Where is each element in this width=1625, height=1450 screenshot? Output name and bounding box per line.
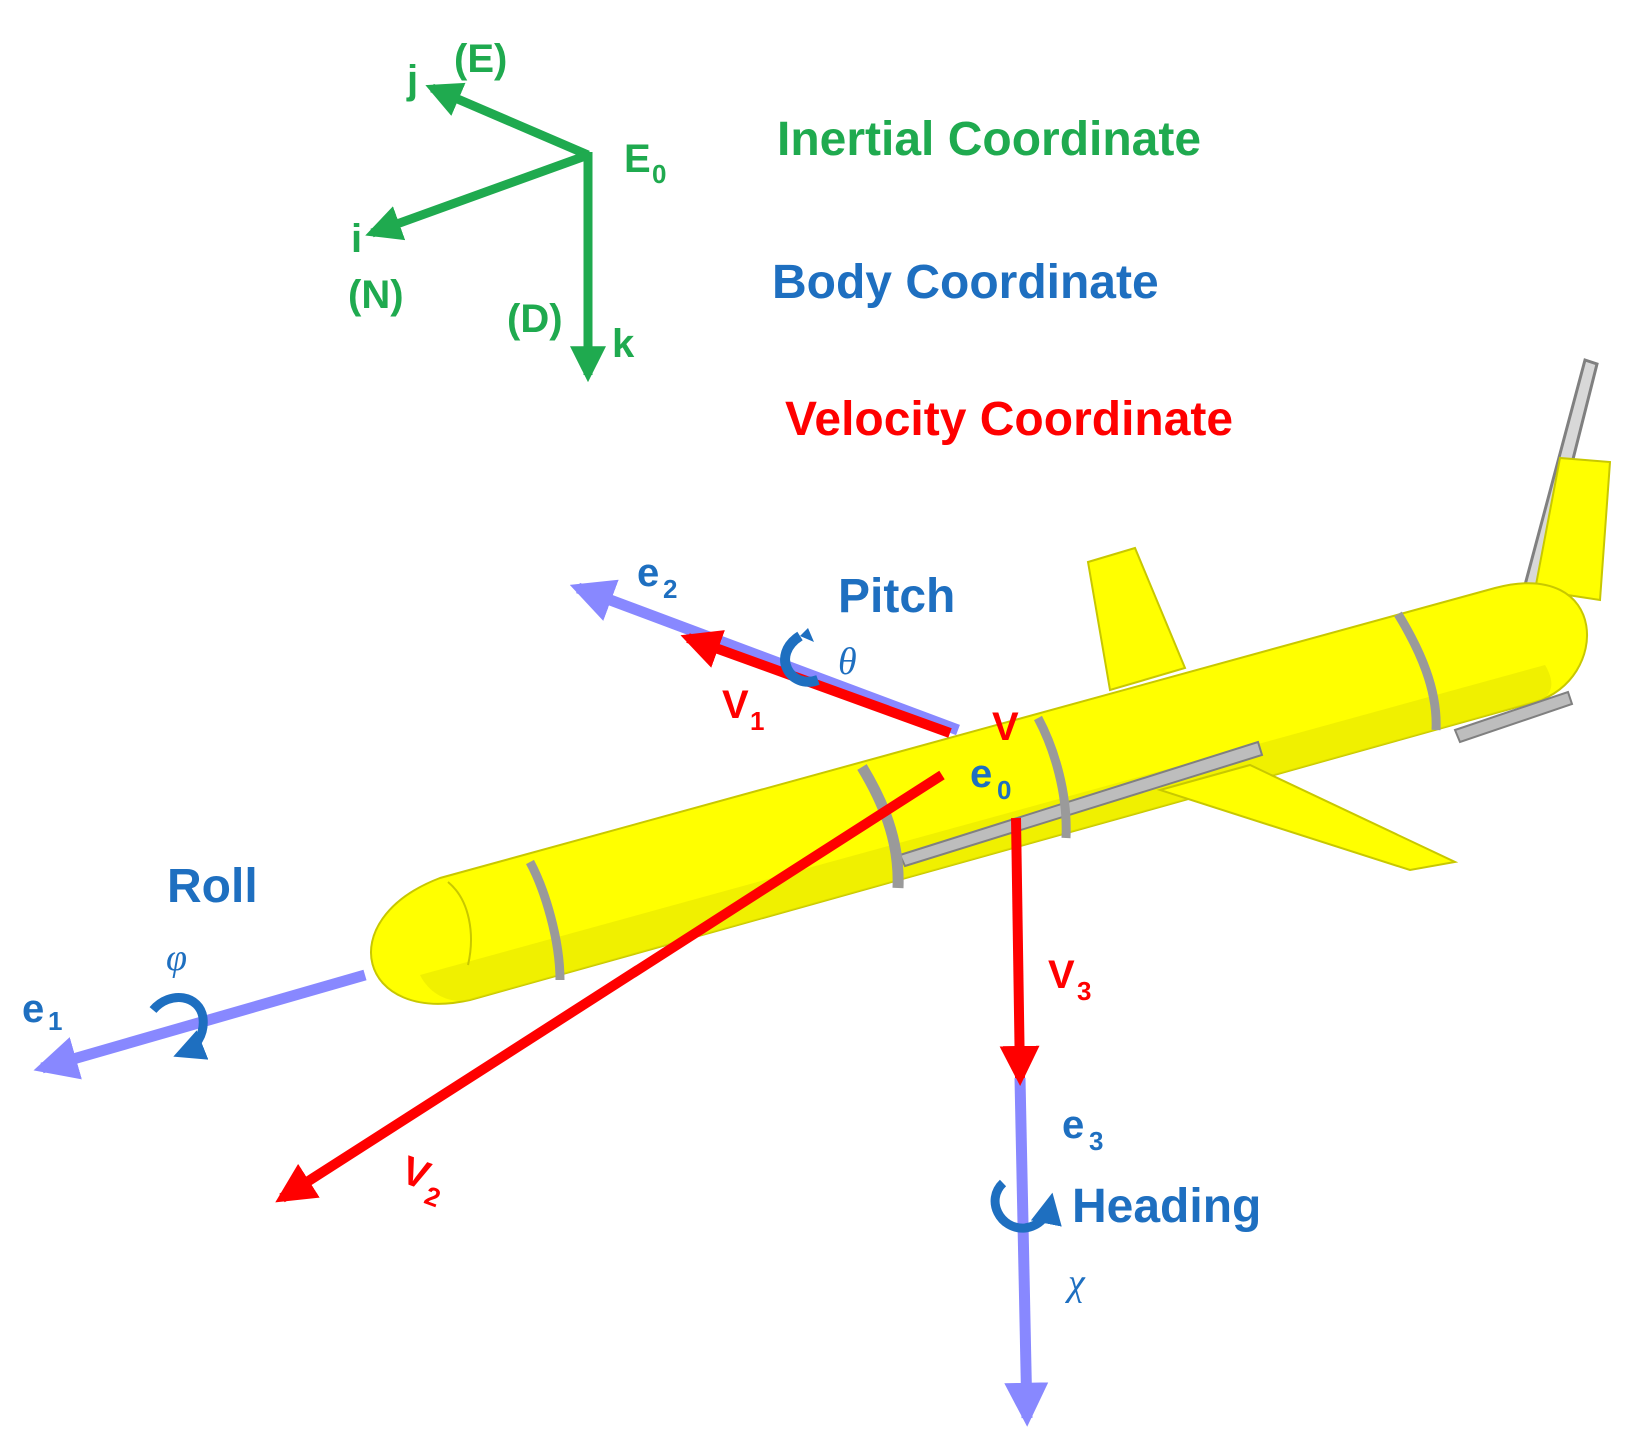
e3-sub: 3: [1089, 1126, 1103, 1156]
glider-wing-upper: [1086, 546, 1187, 692]
pitch-rotation-icon: [780, 628, 820, 687]
glider-rail: [898, 740, 1264, 868]
v-origin-label: V: [992, 705, 1019, 749]
inertial-frame: j (E) i (N) (D) k E 0: [348, 37, 666, 383]
glider-wing-lower: [1156, 763, 1459, 872]
heading-symbol: χ: [1064, 1262, 1086, 1304]
e0-sub: 0: [997, 775, 1011, 805]
glider-band-4: [1394, 611, 1441, 731]
legend-body: Body Coordinate: [772, 256, 1159, 309]
v1-axis: [680, 630, 952, 738]
legend-inertial: Inertial Coordinate: [777, 113, 1201, 166]
glider-nose-line: [447, 881, 472, 966]
e2-sub: 2: [663, 574, 677, 604]
inertial-k-dir: (D): [507, 297, 563, 341]
inertial-j-dir: (E): [454, 37, 507, 81]
glider-band-2: [857, 764, 904, 889]
glider-bracket: [1453, 690, 1574, 744]
legend-velocity: Velocity Coordinate: [785, 393, 1233, 446]
v2-axis: [275, 770, 945, 1203]
e3-axis: [1004, 1077, 1049, 1427]
roll-rotation-icon: [149, 993, 209, 1060]
roll-label: Roll: [167, 860, 258, 913]
body-labels: e 1 e 2 e 3 e 0 Roll φ Pitch θ Heading χ: [22, 551, 1261, 1304]
e2-axis: [569, 579, 960, 736]
roll-symbol: φ: [166, 937, 187, 979]
velocity-frame: [275, 630, 1040, 1203]
inertial-i-label: i: [351, 217, 362, 261]
inertial-origin-label: E: [624, 137, 651, 181]
v1-label: V: [722, 683, 749, 727]
heading-rotation-icon: [990, 1179, 1062, 1233]
e3-label: e: [1062, 1103, 1084, 1147]
heading-label: Heading: [1072, 1180, 1261, 1233]
e0-label: e: [970, 752, 992, 796]
inertial-i-axis: [365, 150, 590, 241]
glider-band-3: [1034, 715, 1071, 839]
inertial-i-dir: (N): [348, 273, 404, 317]
glider-band-1: [526, 859, 565, 981]
legend: Inertial Coordinate Body Coordinate Velo…: [772, 113, 1233, 446]
v3-axis: [999, 817, 1040, 1086]
v3-sub: 3: [1077, 976, 1091, 1006]
pitch-symbol: θ: [838, 641, 857, 683]
inertial-j-axis: [425, 82, 590, 160]
glider: [370, 358, 1612, 1005]
inertial-k-label: k: [612, 322, 635, 366]
e2-label: e: [637, 551, 659, 595]
v1-sub: 1: [750, 706, 764, 736]
inertial-j-label: j: [406, 58, 418, 102]
v3-label: V: [1048, 953, 1075, 997]
inertial-origin-sub: 0: [652, 159, 666, 189]
e1-sub: 1: [48, 1006, 62, 1036]
pitch-label: Pitch: [838, 570, 955, 623]
e1-label: e: [22, 987, 44, 1031]
glider-tail-fin: [1533, 456, 1612, 602]
